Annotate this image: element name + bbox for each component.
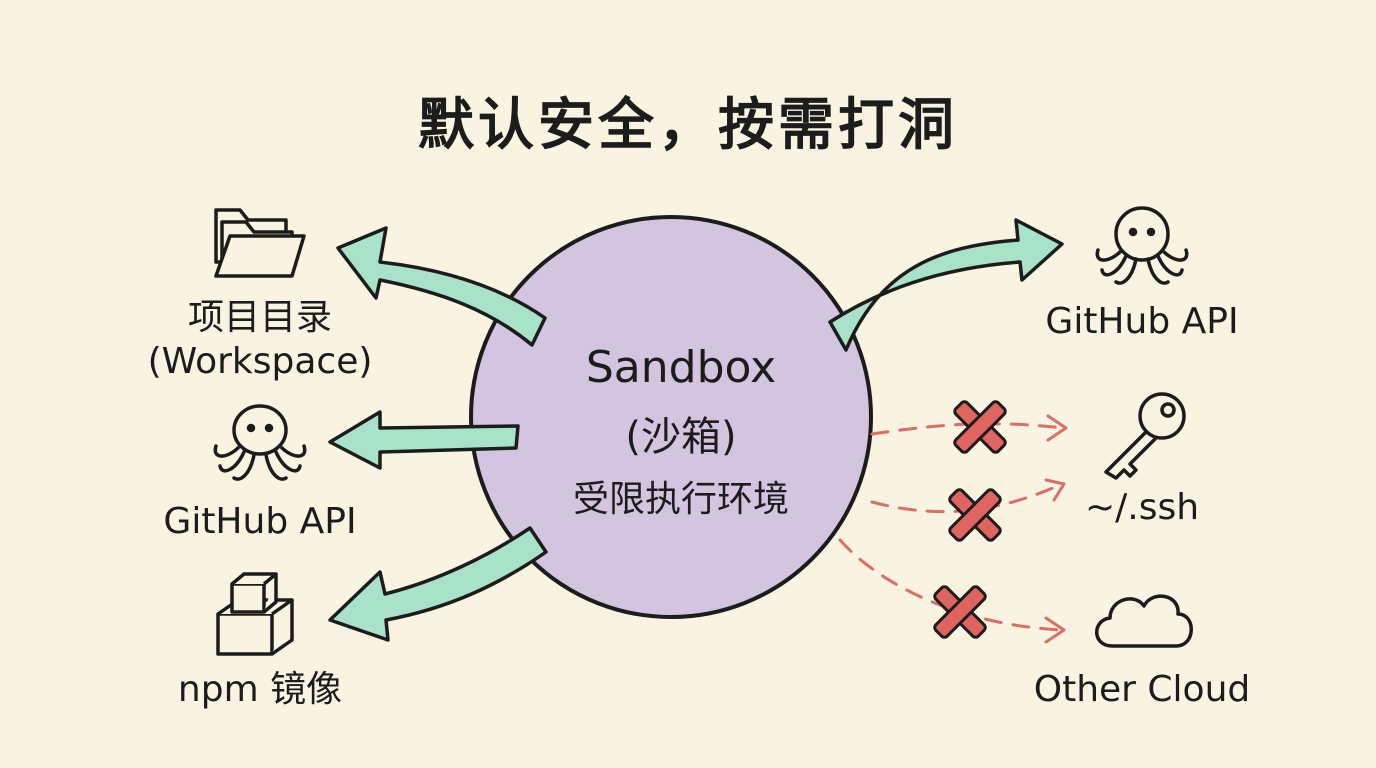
sandbox-name: Sandbox — [585, 342, 777, 393]
octopus-icon — [213, 404, 307, 481]
allowed-arrow-npm — [328, 526, 548, 642]
label-other-cloud: Other Cloud — [1033, 669, 1251, 710]
sandbox-cn-name: (沙箱) — [625, 414, 737, 460]
sandbox-circle — [469, 215, 873, 619]
allowed-arrow-github-right — [828, 218, 1064, 352]
blocked-arrowheads — [1044, 414, 1068, 644]
label-github-right: GitHub API — [1045, 301, 1239, 342]
cloud-icon — [1095, 594, 1193, 648]
x-mark-icon — [953, 400, 1007, 454]
package-boxes-icon — [216, 572, 294, 656]
label-workspace-line2: (Workspace) — [147, 341, 373, 382]
blocked-x-marks — [933, 400, 1007, 639]
label-workspace-line1: 项目目录 — [187, 297, 332, 338]
sandbox-description: 受限执行环境 — [572, 479, 789, 520]
allowed-arrow-github-left — [328, 410, 520, 470]
blocked-line-3 — [838, 538, 1064, 632]
label-npm: npm 镜像 — [177, 669, 343, 710]
x-mark-icon — [948, 488, 1002, 542]
key-icon — [1104, 392, 1186, 480]
label-ssh: ~/.ssh — [1084, 487, 1200, 528]
label-github-left: GitHub API — [163, 501, 357, 542]
x-mark-icon — [933, 585, 987, 639]
diagram-title: 默认安全，按需打洞 — [418, 93, 958, 158]
octopus-icon — [1095, 206, 1189, 285]
allowed-arrow-workspace — [336, 226, 547, 347]
folder-icon — [214, 208, 306, 278]
